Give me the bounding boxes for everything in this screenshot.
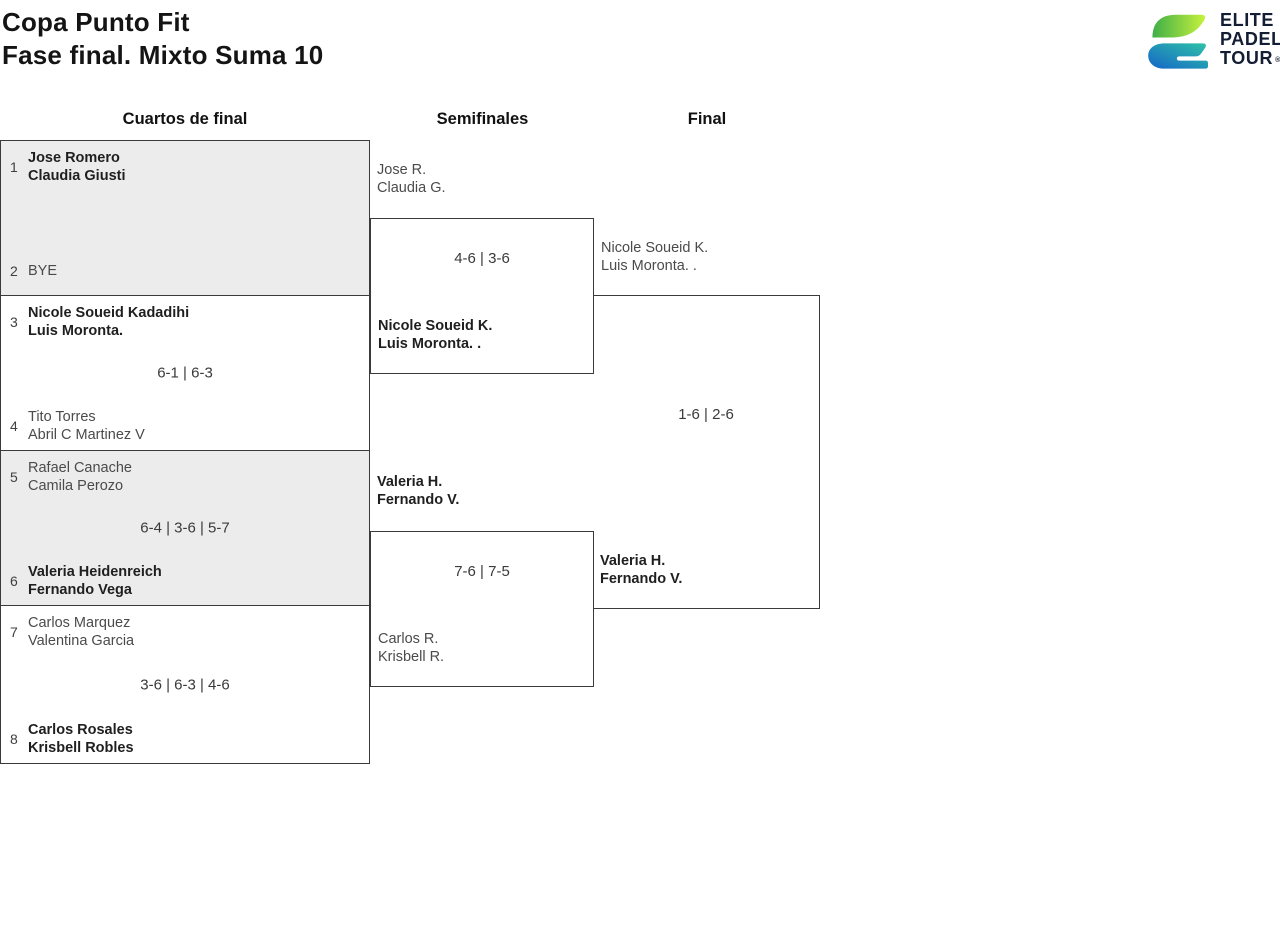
seed-number: 2: [10, 263, 18, 279]
logo-wordmark: ELITE PADEL TOUR®: [1220, 9, 1280, 70]
logo-mark-icon: [1148, 14, 1208, 69]
sf2-advancing-team-bottom: Carlos R. Krisbell R.: [378, 631, 445, 665]
logo-word-tour: TOUR®: [1220, 47, 1280, 68]
logo-word-elite: ELITE: [1220, 9, 1275, 30]
team-names: BYE: [28, 263, 58, 279]
seed-number: 3: [10, 314, 18, 330]
sf-match-2[interactable]: 7-6 | 7-5 Carlos R. Krisbell R.: [370, 531, 594, 687]
round-header-cuartos: Cuartos de final: [122, 110, 248, 128]
tournament-name: Copa Punto Fit: [2, 7, 190, 37]
logo-word-padel: PADEL: [1220, 28, 1280, 49]
round-header-final: Final: [687, 110, 727, 128]
match-score: 6-1 | 6-3: [157, 364, 213, 382]
final-team-bottom: Valeria H. Fernando V.: [600, 553, 683, 587]
match-score: 7-6 | 7-5: [454, 563, 510, 580]
match-score: 6-4 | 3-6 | 5-7: [140, 519, 230, 537]
sf1-advancing-team-top: Jose R. Claudia G.: [377, 162, 446, 196]
team-names: Rafael Canache Camila Perozo: [28, 460, 132, 494]
match-score: 4-6 | 3-6: [454, 250, 510, 267]
seed-number: 7: [10, 624, 18, 640]
match-slot-bottom: 8 Carlos Rosales Krisbell Robles: [10, 721, 361, 757]
registered-trademark-icon: ®: [1275, 56, 1280, 64]
qf-match-4[interactable]: 7 Carlos Marquez Valentina Garcia 3-6 | …: [0, 605, 370, 764]
seed-number: 1: [10, 159, 18, 175]
match-slot-top: 3 Nicole Soueid Kadadihi Luis Moronta.: [10, 304, 361, 340]
qf-match-1[interactable]: 1 Jose Romero Claudia Giusti 2 BYE: [0, 140, 370, 296]
team-names: Jose Romero Claudia Giusti: [28, 150, 126, 184]
team-names: Carlos Rosales Krisbell Robles: [28, 722, 134, 756]
match-slot-top: 7 Carlos Marquez Valentina Garcia: [10, 614, 361, 650]
phase-name: Fase final. Mixto Suma 10: [2, 40, 324, 70]
seed-number: 4: [10, 418, 18, 434]
team-names: Tito Torres Abril C Martinez V: [28, 409, 145, 443]
final-team-top: Nicole Soueid K. Luis Moronta. .: [601, 240, 709, 274]
page-title: Copa Punto Fit Fase final. Mixto Suma 10: [2, 6, 323, 72]
match-slot-top: 5 Rafael Canache Camila Perozo: [10, 459, 361, 495]
match-slot-bottom: 2 BYE: [10, 253, 361, 289]
match-slot-bottom: 6 Valeria Heidenreich Fernando Vega: [10, 563, 361, 599]
elite-padel-tour-logo: ELITE PADEL TOUR®: [1137, 8, 1280, 72]
team-names: Valeria Heidenreich Fernando Vega: [28, 564, 162, 598]
match-score: 1-6 | 2-6: [678, 406, 734, 423]
team-names: Carlos Marquez Valentina Garcia: [28, 615, 135, 649]
match-slot-bottom: 4 Tito Torres Abril C Martinez V: [10, 408, 361, 444]
seed-number: 5: [10, 469, 18, 485]
qf-match-2[interactable]: 3 Nicole Soueid Kadadihi Luis Moronta. 6…: [0, 295, 370, 451]
sf-match-1[interactable]: 4-6 | 3-6 Nicole Soueid K. Luis Moronta.…: [370, 218, 594, 374]
round-header-semifinales: Semifinales: [436, 110, 529, 128]
match-slot-top: 1 Jose Romero Claudia Giusti: [10, 149, 361, 185]
sf2-advancing-team-top: Valeria H. Fernando V.: [377, 474, 460, 508]
final-match[interactable]: 1-6 | 2-6 Valeria H. Fernando V.: [593, 295, 820, 609]
team-names: Nicole Soueid Kadadihi Luis Moronta.: [28, 305, 190, 339]
seed-number: 8: [10, 731, 18, 747]
match-score: 3-6 | 6-3 | 4-6: [140, 676, 230, 693]
qf-match-3[interactable]: 5 Rafael Canache Camila Perozo 6-4 | 3-6…: [0, 450, 370, 606]
sf1-advancing-team-bottom: Nicole Soueid K. Luis Moronta. .: [378, 318, 493, 352]
seed-number: 6: [10, 573, 18, 589]
